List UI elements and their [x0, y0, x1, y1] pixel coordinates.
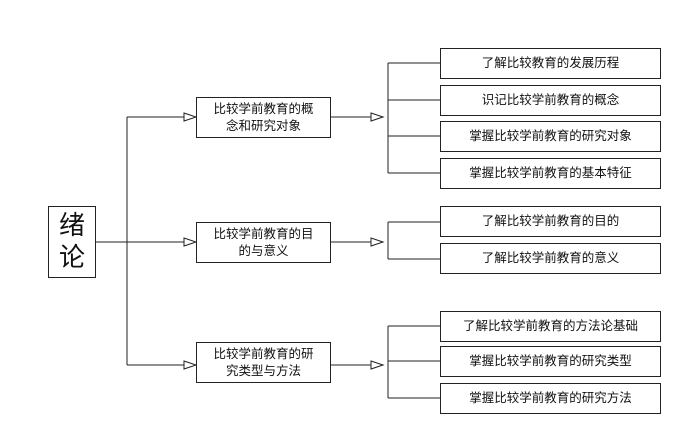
- branch-3-item-3: 掌握比较学前教育的研究方法: [440, 383, 661, 414]
- branch-1-out-arrowhead: [370, 112, 385, 122]
- branch-3-item-1: 了解比较学前教育的方法论基础: [440, 311, 661, 342]
- branch-1-item-3: 掌握比较学前教育的研究对象: [440, 121, 661, 152]
- branch-2-out-arrowhead: [370, 237, 385, 247]
- branch-node-1: 比较学前教育的概 念和研究对象: [196, 97, 331, 138]
- branch-2-item-2: 了解比较学前教育的意义: [440, 243, 661, 274]
- branch-node-3: 比较学前教育的研 究类型与方法: [196, 342, 331, 383]
- branch-3-out-arrowhead: [370, 360, 385, 370]
- branch-2-item-1: 了解比较学前教育的目的: [440, 206, 661, 237]
- branch-node-2: 比较学前教育的目 的与意义: [196, 222, 331, 263]
- branch-3-arrowhead: [183, 360, 198, 370]
- branch-3-item-2: 掌握比较学前教育的研究类型: [440, 346, 661, 377]
- branch-1-item-1: 了解比较教育的发展历程: [440, 48, 661, 79]
- branch-2-arrowhead: [183, 237, 198, 247]
- root-node: 绪 论: [48, 206, 96, 278]
- branch-1-item-2: 识记比较学前教育的概念: [440, 85, 661, 116]
- branch-1-item-4: 掌握比较学前教育的基本特征: [440, 158, 661, 189]
- branch-1-arrowhead: [183, 112, 198, 122]
